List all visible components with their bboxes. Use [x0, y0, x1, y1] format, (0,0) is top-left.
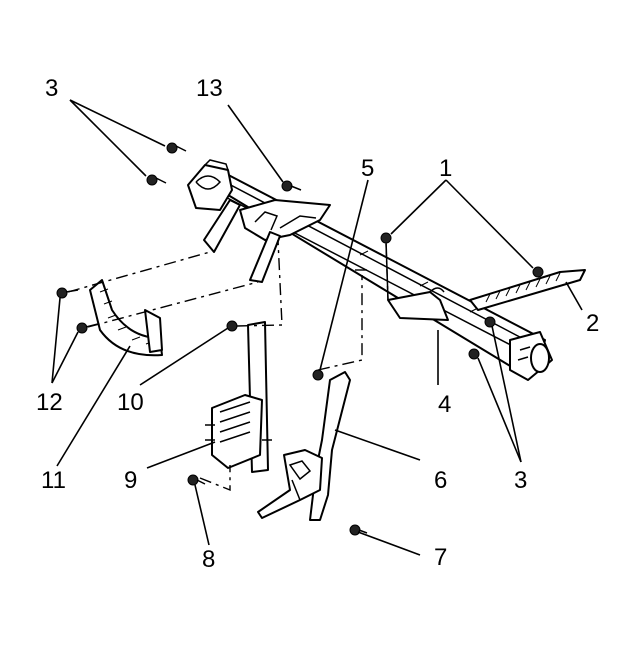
right-end-mount: [509, 331, 553, 381]
nut-1-right: [532, 266, 544, 278]
callout-12: 12: [36, 389, 63, 416]
callout-10: 10: [117, 389, 144, 416]
callout-4: 4: [438, 391, 451, 418]
alignment-lines: [67, 239, 389, 492]
callout-11: 11: [41, 467, 66, 494]
leader-lines: [51, 99, 583, 556]
callout-5: 5: [361, 155, 374, 182]
nut-1-top: [380, 232, 392, 244]
callout-1: 1: [439, 155, 452, 182]
callout-labels: 3 13 5 1 2 4 3 6 7 8 9 10 11 12: [36, 75, 599, 573]
bolt-3b-low: [468, 348, 480, 360]
callout-6: 6: [434, 467, 447, 494]
nut-10: [226, 320, 238, 332]
left-strut: [203, 199, 281, 283]
bolt-3a-top: [166, 142, 178, 154]
bolt-13: [281, 180, 293, 192]
bolt-12-low: [76, 322, 88, 334]
callout-2: 2: [586, 310, 599, 337]
callout-3-right: 3: [514, 467, 527, 494]
bolt-7: [349, 524, 361, 536]
callout-13: 13: [196, 75, 223, 102]
left-beam-bracket: [187, 159, 233, 211]
bolt-12-top: [56, 287, 68, 299]
bolt-3a-low: [146, 174, 158, 186]
callout-8: 8: [202, 546, 215, 573]
callout-9: 9: [124, 467, 137, 494]
center-bracket: [239, 199, 331, 241]
nut-5: [312, 369, 324, 381]
callout-3-top-left: 3: [45, 75, 58, 102]
callout-7: 7: [434, 544, 447, 571]
curved-bracket-part-11: [89, 279, 163, 357]
spring-rod-part-2: [469, 269, 586, 311]
bolt-8: [187, 474, 199, 486]
bolt-3b-top: [484, 316, 496, 328]
vertical-plate-part-9: [205, 321, 272, 473]
pedal-bracket-part-6: [257, 371, 351, 521]
